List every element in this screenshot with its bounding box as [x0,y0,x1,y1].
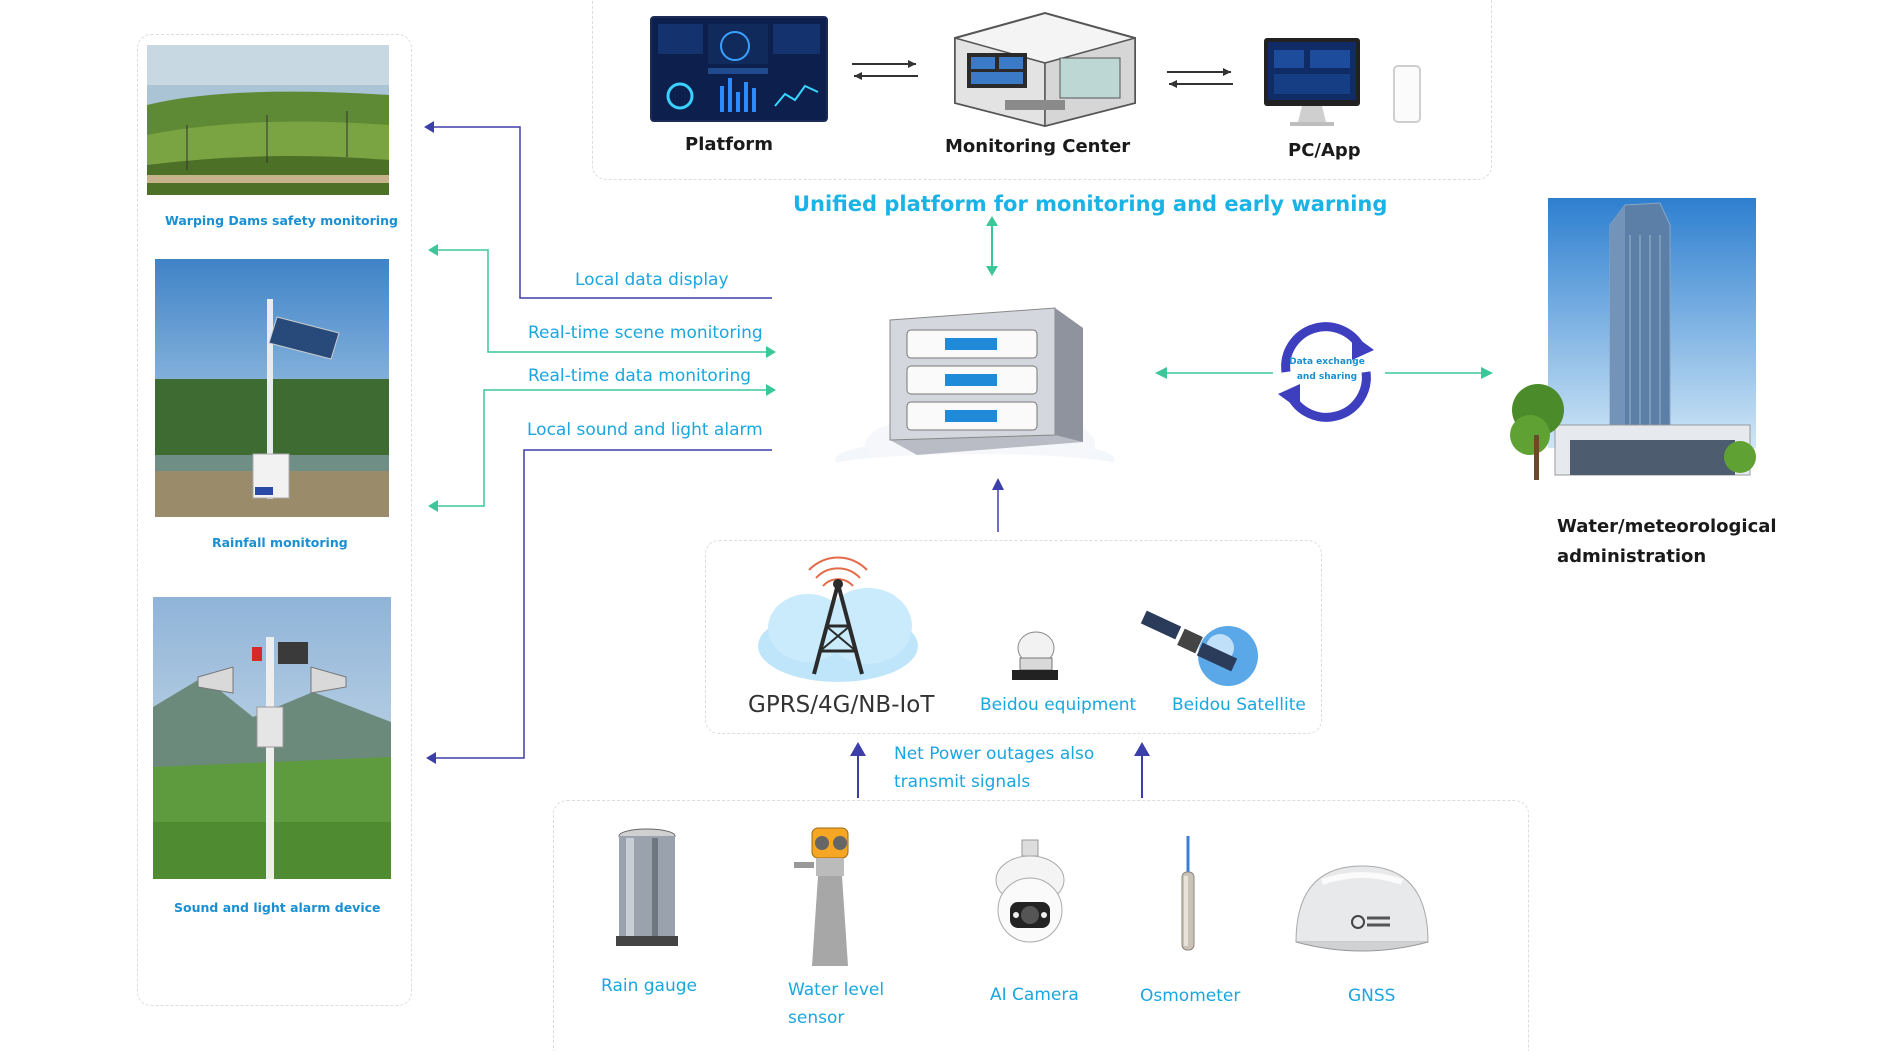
osmometer-label: Osmometer [1140,986,1241,1006]
exchange-cycle-icon [1278,322,1374,422]
green-arrow-right [1385,367,1493,379]
monitoring-center-item[interactable]: Monitoring Center [945,8,1145,168]
green-double-arrow-vertical [986,216,998,276]
bidirectional-arrow [1167,68,1233,88]
platform-panel [592,0,1492,180]
flow-label-real-time-scene: Real-time scene monitoring [528,323,763,343]
dashboard-screen-icon [650,16,828,122]
left-photo-panel [137,34,412,1006]
exchange-label: Data exchange and sharing [1282,355,1372,385]
alarm-photo [153,597,391,879]
gnss-label: GNSS [1348,986,1396,1006]
flow-connectors [424,121,776,764]
water-level-label-line2: sensor [788,1008,845,1028]
platform-label: Platform [685,134,773,155]
pc-app-item[interactable]: PC/App [1262,36,1432,166]
sensor-panel [553,800,1529,1051]
flow-label-local-data-display: Local data display [575,270,729,290]
ai-camera-label: AI Camera [990,985,1079,1005]
bidirectional-arrow [852,60,918,80]
rainfall-photo [155,259,389,517]
administration-building-icon [1510,198,1756,480]
navy-arrow-up-right [1134,742,1150,798]
satellite-icon [1140,610,1258,686]
navy-arrow-up-left [850,742,866,798]
exchange-label-line1: Data exchange [1289,357,1365,367]
beidou-equipment-label: Beidou equipment [980,695,1137,715]
transmission-panel [705,540,1322,734]
dome-camera-icon [995,839,1065,943]
gprs-label: GPRS/4G/NB-IoT [748,692,935,718]
pc-app-label: PC/App [1288,140,1361,161]
dam-caption: Warping Dams safety monitoring [165,213,398,228]
flow-label-real-time-data: Real-time data monitoring [528,366,752,386]
alarm-caption: Sound and light alarm device [174,900,381,915]
administration-label-line2: administration [1557,546,1707,567]
transmission-note: Net Power outages also transmit signals [894,740,1094,796]
water-level-label: Water level sensor [788,976,884,1032]
transmission-note-line1: Net Power outages also [894,744,1095,764]
gnss-antenna-icon [1295,865,1429,952]
administration-label: Water/meteorological administration [1557,512,1777,572]
beidou-terminal-icon [1012,631,1058,680]
rain-gauge-icon [616,828,678,946]
control-room-icon [954,11,1136,128]
platform-item[interactable]: Platform [650,16,830,166]
osmometer-icon [1181,836,1195,951]
arrow-to-dam [424,121,434,133]
computer-phone-icon [1264,38,1421,126]
platform-headline: Unified platform for monitoring and earl… [793,192,1388,216]
monitoring-center-label: Monitoring Center [945,136,1131,157]
transmission-note-line2: transmit signals [894,772,1031,792]
exchange-label-line2: and sharing [1296,372,1358,382]
rainfall-caption: Rainfall monitoring [212,535,348,550]
rain-gauge-label: Rain gauge [601,976,697,996]
administration-label-line1: Water/meteorological [1557,516,1777,537]
green-arrow-left [1155,367,1273,379]
radar-level-sensor-icon [794,827,849,966]
water-level-label-line1: Water level [788,980,885,1000]
cell-tower-icon [758,556,918,682]
server-cloud-icon [825,307,1125,482]
dam-photo [147,45,389,195]
navy-arrow-up-to-server [992,478,1004,532]
beidou-satellite-label: Beidou Satellite [1172,695,1306,715]
flow-label-sound-light-alarm: Local sound and light alarm [527,420,763,440]
